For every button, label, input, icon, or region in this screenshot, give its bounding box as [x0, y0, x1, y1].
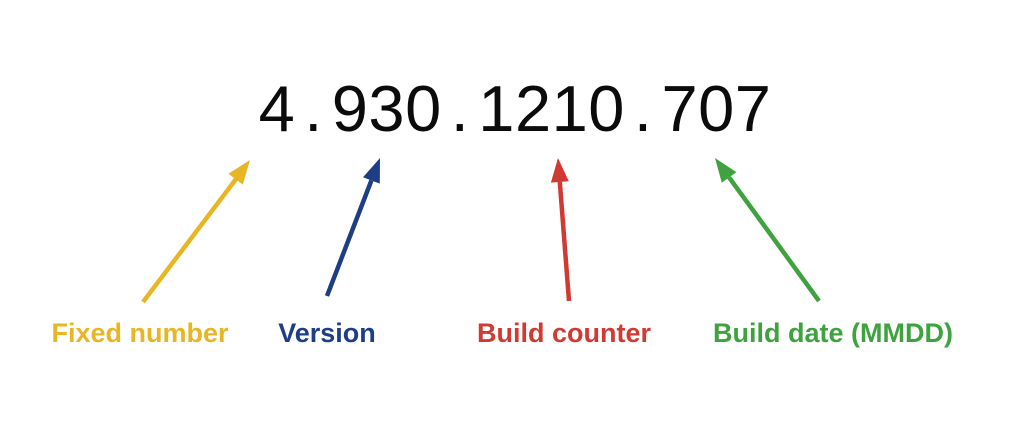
version-part-version: 930	[331, 72, 442, 145]
label-build-counter: Build counter	[477, 318, 651, 348]
version-part-fixed-number: 4	[258, 72, 296, 145]
red-arrow-icon	[550, 158, 572, 302]
version-separator: .	[633, 72, 653, 145]
version-part-build-counter: 1210	[478, 72, 625, 145]
label-version: Version	[278, 318, 376, 348]
version-number: 4 . 930 . 1210 . 707	[0, 76, 1030, 141]
version-part-build-date: 707	[661, 72, 772, 145]
version-separator: .	[450, 72, 470, 145]
yellow-arrow-icon	[141, 160, 250, 304]
label-fixed-number: Fixed number	[51, 318, 229, 348]
blue-arrow-icon	[324, 158, 380, 297]
green-arrow-icon	[715, 158, 821, 303]
version-separator: .	[304, 72, 323, 145]
label-build-date: Build date (MMDD)	[713, 318, 953, 348]
